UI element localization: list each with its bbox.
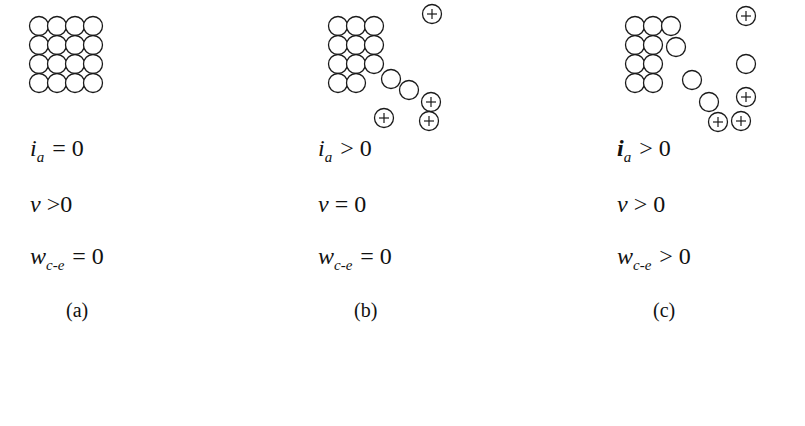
- velocity-symbol: v: [617, 192, 628, 216]
- relation: > 0: [659, 244, 691, 268]
- atom-lattice: [626, 17, 756, 112]
- relation: > 0: [634, 192, 666, 216]
- work-symbol: w: [318, 244, 334, 268]
- panel-label: (c): [653, 300, 675, 320]
- panel-label: (a): [66, 300, 88, 320]
- relation: = 0: [360, 244, 392, 268]
- subscript: a: [325, 150, 333, 165]
- relation: = 0: [72, 244, 104, 268]
- subscript: c-e: [633, 258, 651, 273]
- relation: > 0: [340, 136, 372, 160]
- work-symbol: w: [30, 244, 46, 268]
- velocity-symbol: v: [30, 192, 41, 216]
- velocity-symbol: v: [318, 192, 329, 216]
- work-symbol: w: [617, 244, 633, 268]
- relation: >0: [47, 192, 73, 216]
- relation: = 0: [52, 136, 84, 160]
- current-symbol: i: [617, 136, 624, 160]
- subscript: c-e: [46, 258, 64, 273]
- current-symbol: i: [30, 136, 37, 160]
- relation: > 0: [639, 136, 671, 160]
- atom-lattice: [329, 17, 419, 100]
- subscript: a: [37, 150, 45, 165]
- metal-ion: [375, 5, 442, 131]
- subscript: c-e: [334, 258, 352, 273]
- metal-ion: [709, 7, 756, 132]
- atom-lattice: [30, 17, 103, 93]
- current-symbol: i: [318, 136, 325, 160]
- subscript: a: [624, 150, 632, 165]
- relation: = 0: [335, 192, 367, 216]
- panel-label: (b): [354, 300, 377, 320]
